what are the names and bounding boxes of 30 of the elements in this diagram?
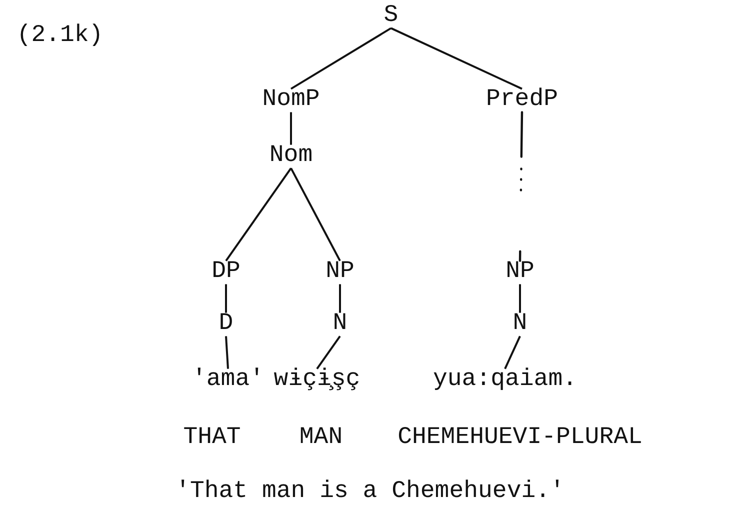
tree-branch bbox=[316, 336, 341, 370]
tree-label: D bbox=[218, 310, 234, 338]
tree-label: Nom bbox=[269, 142, 313, 170]
tree-label: N bbox=[512, 310, 528, 338]
tree-branch bbox=[225, 284, 227, 313]
tree-label: N bbox=[332, 310, 348, 338]
tree-label: NP bbox=[326, 258, 354, 286]
tree-branch bbox=[290, 168, 341, 262]
gloss-text: MAN bbox=[299, 424, 343, 452]
tree-branch bbox=[339, 284, 341, 313]
gloss-text: THAT bbox=[183, 424, 241, 452]
tree-label: S bbox=[384, 2, 398, 30]
tree-label: NP bbox=[506, 258, 534, 286]
tree-branch bbox=[390, 27, 522, 90]
tree-branch bbox=[504, 336, 521, 370]
gloss-text: CHEMEHUEVI-PLURAL bbox=[398, 424, 642, 452]
word-text: wɨçɨ̧şç bbox=[274, 366, 360, 394]
word-text: yua:qaiam. bbox=[432, 366, 578, 394]
dotted-tree-branch bbox=[518, 111, 524, 262]
tree-branch bbox=[290, 112, 292, 145]
tree-label: NomP bbox=[262, 86, 320, 114]
tree-label: PredP bbox=[486, 86, 558, 114]
word-text: 'ama' bbox=[192, 366, 264, 394]
tree-branch bbox=[519, 284, 521, 313]
tree-branch bbox=[290, 27, 392, 90]
example-number: (2.1k) bbox=[16, 22, 104, 50]
translation-text: 'That man is a Chemehuevi.' bbox=[176, 478, 564, 506]
tree-branch bbox=[225, 336, 229, 369]
tree-branch bbox=[225, 168, 292, 262]
tree-label: DP bbox=[212, 258, 240, 286]
